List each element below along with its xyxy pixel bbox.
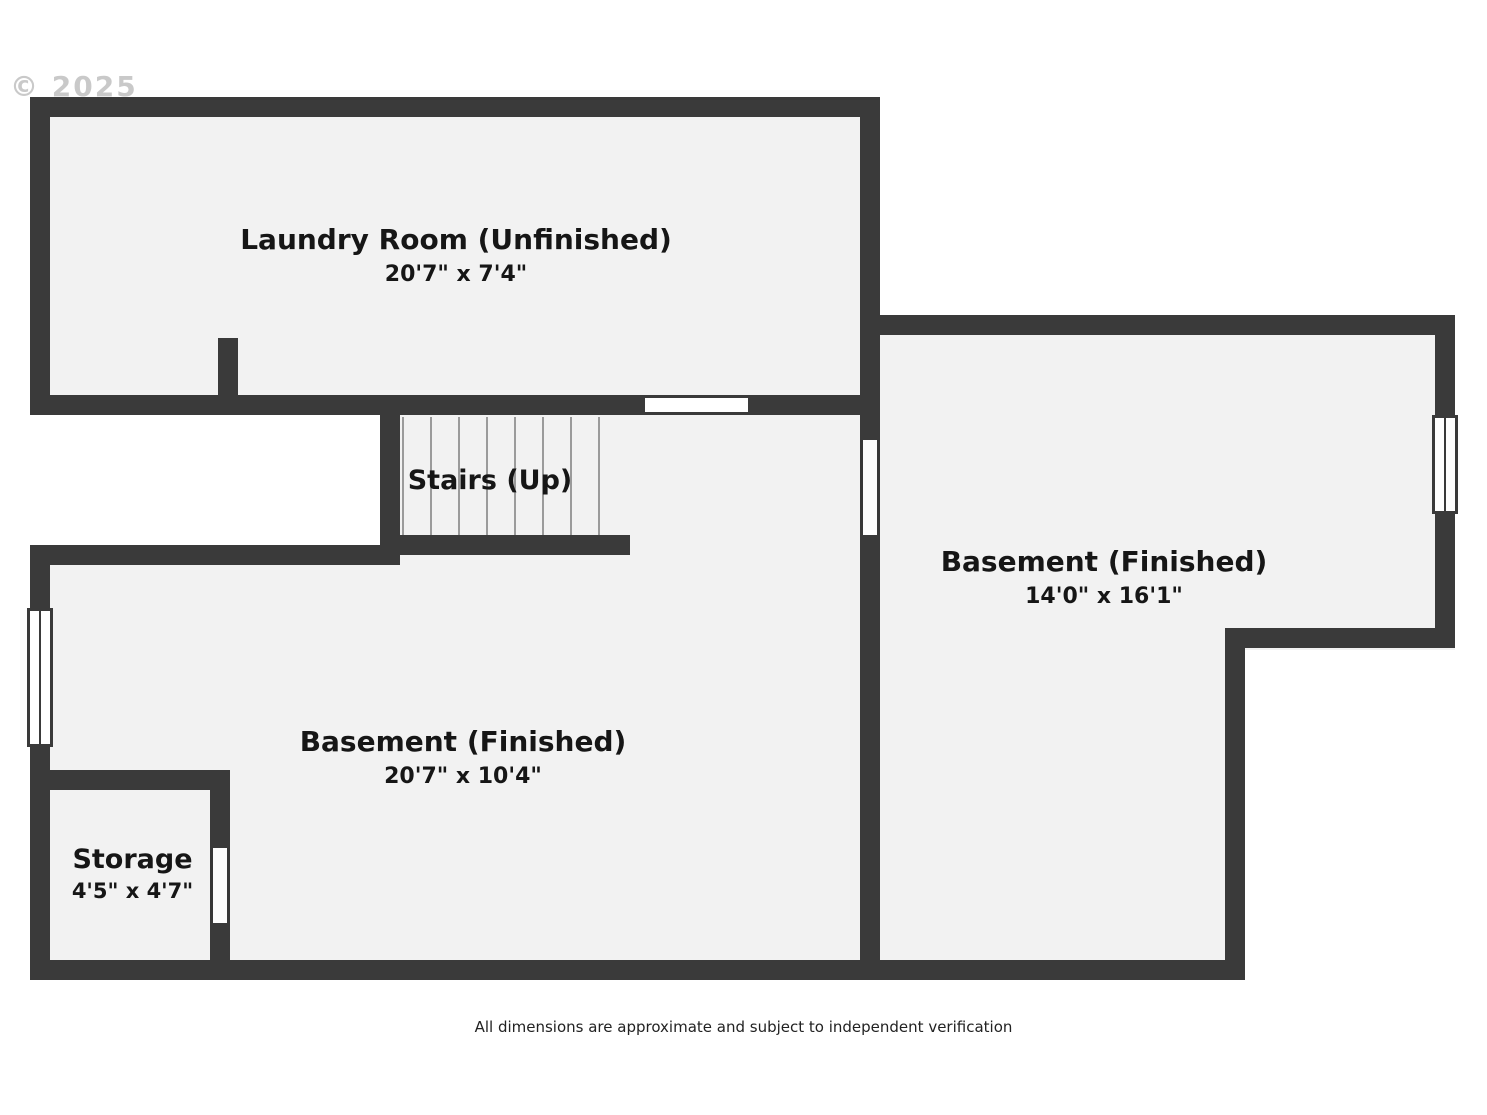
doorway-laundry — [645, 395, 748, 415]
wall-stairs-bottom — [380, 535, 630, 555]
wall-laundry-stub — [218, 338, 238, 415]
label-basement-left: Basement (Finished) 20'7" x 10'4" — [213, 725, 713, 790]
basement-left-floor — [30, 545, 880, 980]
wall-basement-left-side-upper — [30, 545, 50, 612]
wall-basement-right-notch-horizontal — [1225, 628, 1455, 648]
wall-basement-right-top — [860, 315, 1455, 335]
stairs-name: Stairs (Up) — [407, 465, 573, 496]
laundry-room-name: Laundry Room (Unfinished) — [240, 223, 672, 256]
wall-laundry-bottom-right — [748, 395, 880, 415]
wall-storage-top — [30, 770, 230, 790]
label-storage: Storage 4'5" x 4'7" — [30, 844, 235, 903]
wall-basement-right-side-lower — [1435, 510, 1455, 648]
label-laundry-room: Laundry Room (Unfinished) 20'7" x 7'4" — [186, 223, 726, 288]
wall-stairs-left — [380, 410, 400, 555]
basement-left-name: Basement (Finished) — [299, 725, 627, 758]
wall-basement-right-side-upper — [1435, 315, 1455, 420]
wall-basement-left-top — [30, 545, 400, 565]
stair-treads — [402, 417, 600, 535]
window-left-wall — [27, 608, 53, 747]
basement-left-dims: 20'7" x 10'4" — [384, 764, 542, 790]
wall-center-vertical-lower — [860, 535, 880, 980]
wall-basement-left-side-lower — [30, 743, 50, 980]
laundry-room-floor — [30, 97, 880, 415]
doorway-basement-right — [860, 440, 880, 535]
wall-storage-right-upper — [210, 770, 230, 848]
wall-storage-right-lower — [210, 923, 230, 980]
wall-basement-right-bottom — [860, 960, 1245, 980]
wall-basement-left-bottom — [30, 960, 880, 980]
storage-dims: 4'5" x 4'7" — [71, 879, 194, 904]
wall-laundry-bottom-left — [30, 395, 645, 415]
basement-right-lower-floor — [880, 650, 1245, 980]
label-basement-right: Basement (Finished) 14'0" x 16'1" — [854, 545, 1354, 610]
doorway-storage — [210, 848, 230, 923]
basement-right-upper-floor — [880, 315, 1455, 650]
wall-laundry-top — [30, 97, 880, 117]
storage-name: Storage — [72, 844, 193, 875]
wall-center-vertical-upper — [860, 97, 880, 440]
laundry-room-dims: 20'7" x 7'4" — [384, 262, 528, 288]
copyright-watermark: © 2025 — [10, 70, 138, 103]
basement-right-name: Basement (Finished) — [940, 545, 1268, 578]
basement-right-dims: 14'0" x 16'1" — [1025, 584, 1183, 610]
wall-laundry-left — [30, 97, 50, 415]
footer-disclaimer: All dimensions are approximate and subje… — [474, 1018, 1013, 1036]
window-right-wall — [1432, 415, 1458, 514]
label-stairs: Stairs (Up) — [340, 465, 640, 496]
wall-basement-right-notch-vertical — [1225, 628, 1245, 980]
